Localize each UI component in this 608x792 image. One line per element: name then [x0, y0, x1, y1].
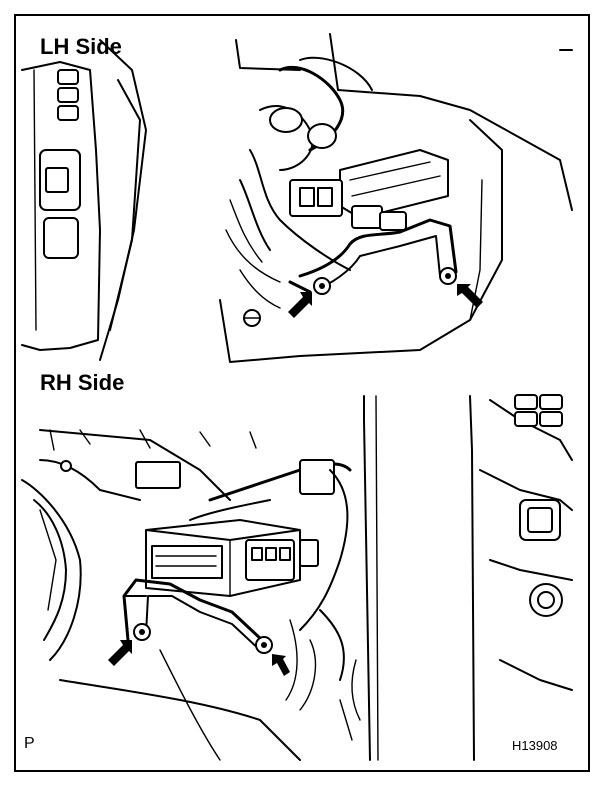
rh-lower-line — [159, 649, 221, 761]
figure-code: H13908 — [512, 738, 558, 753]
lh-side-illustration — [21, 33, 573, 363]
lh-switch-3 — [57, 105, 79, 121]
lh-switch-2 — [57, 87, 79, 103]
lh-lower-bolt — [243, 309, 261, 327]
rh-arrow-left — [108, 640, 132, 666]
rh-side-label: RH Side — [40, 370, 125, 395]
lh-arrow-right — [457, 284, 483, 308]
lh-connector — [289, 179, 343, 217]
lh-switch-1 — [57, 69, 79, 85]
figure-frame — [14, 14, 590, 772]
rh-lower-contour — [59, 679, 301, 761]
lh-ecu-module — [289, 149, 449, 231]
corner-marker: P — [24, 735, 35, 752]
lh-arrow-left — [288, 292, 312, 318]
lh-pillar — [219, 33, 573, 363]
pillar-edge-left — [363, 395, 371, 761]
rh-wire-harness — [189, 459, 361, 741]
pillar-edge-right — [469, 395, 475, 761]
rh-ecu-module — [145, 519, 319, 597]
rh-dashboard-trim — [21, 429, 257, 661]
lh-dashboard-panel — [21, 39, 147, 361]
rh-bolt-left — [133, 623, 151, 641]
rh-dashboard-right — [479, 394, 573, 691]
rh-side-illustration — [21, 394, 573, 761]
rh-arrow-right — [272, 654, 290, 676]
rh-bracket — [122, 578, 264, 653]
lh-bolt-left — [313, 277, 331, 295]
rh-bolt-right — [255, 636, 273, 654]
lh-bolt-right — [439, 267, 457, 285]
lh-side-label: LH Side — [40, 34, 122, 59]
lh-wire-harness — [225, 56, 373, 309]
pillar-edge-inner — [375, 395, 379, 761]
